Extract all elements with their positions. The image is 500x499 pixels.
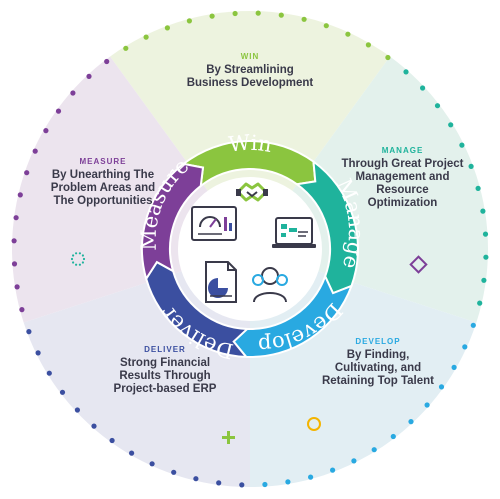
ring-dot <box>480 208 486 214</box>
ring-segment-measure <box>141 162 205 282</box>
ring-dot <box>35 350 41 356</box>
ring-dot <box>171 469 177 475</box>
ring-dot <box>483 254 489 260</box>
ring-dot <box>239 482 245 488</box>
segment-deliver: DELIVER Strong Financial Results Through… <box>100 345 230 396</box>
ring-dot <box>55 108 62 114</box>
ring-dot <box>143 34 149 40</box>
ring-dot <box>17 192 23 198</box>
segment-text-win: By Streamlining Business Development <box>186 64 314 89</box>
ring-dot <box>86 73 92 79</box>
ring-dot <box>285 479 291 485</box>
ring-dot <box>11 261 18 267</box>
ring-dot <box>481 277 487 283</box>
ring-dot <box>477 300 483 306</box>
ring-icon <box>307 417 321 431</box>
ring-dot <box>365 42 371 48</box>
ring-dot <box>470 322 476 328</box>
ring-dot <box>351 458 357 464</box>
ring-dot <box>59 389 66 395</box>
segment-heading-manage: MANAGE <box>381 146 424 155</box>
ring-dot <box>330 467 336 473</box>
segment-measure: MEASURE By Unearthing The Problem Areas … <box>43 157 163 208</box>
segment-text-develop: By Finding, Cultivating, and Retaining T… <box>321 349 434 387</box>
ring-dot <box>19 307 25 313</box>
ring-dot <box>232 10 238 17</box>
ring-dot <box>11 238 17 244</box>
segment-heading-develop: DEVELOP <box>355 337 401 346</box>
ring-dot <box>129 450 135 456</box>
ring-dot <box>46 370 52 376</box>
segment-heading-measure: MEASURE <box>79 157 127 166</box>
segment-text-measure: By Unearthing The Problem Areas and The … <box>50 169 156 207</box>
segment-manage: MANAGE Through Great Project Management … <box>340 146 465 210</box>
ring-dot <box>408 419 414 425</box>
ring-dot <box>24 170 30 176</box>
ring-dot <box>74 407 80 413</box>
project-board-icon <box>272 217 316 248</box>
diamond-icon <box>409 255 428 274</box>
dashboard-icon <box>191 206 237 241</box>
ring-dot <box>209 13 215 19</box>
dotted-circle-icon <box>70 252 86 266</box>
ring-dot <box>262 481 268 488</box>
ring-dot <box>451 364 457 370</box>
segment-win: WIN By Streamlining Business Development <box>185 52 315 90</box>
ring-dot <box>308 474 314 480</box>
ring-dot <box>462 344 468 350</box>
ring-dot <box>323 23 329 29</box>
ring-dot <box>43 128 49 134</box>
ring-dot <box>448 122 454 128</box>
ring-dot <box>345 31 351 37</box>
ring-dot <box>424 402 430 408</box>
ring-dot <box>109 437 115 444</box>
ring-dot <box>14 284 20 290</box>
outer-dotted-ring <box>11 10 489 488</box>
team-icon <box>252 267 288 303</box>
ring-dot <box>70 90 76 96</box>
segment-develop: DEVELOP By Finding, Cultivating, and Ret… <box>318 337 438 388</box>
ring-dot <box>420 85 426 91</box>
ring-dot <box>371 447 377 453</box>
segment-heading-deliver: DELIVER <box>144 345 186 354</box>
ring-dot <box>26 329 32 335</box>
ring-dot <box>301 16 307 22</box>
report-document-icon <box>205 261 237 303</box>
sector-win <box>110 10 390 249</box>
ring-dot <box>32 148 38 154</box>
ring-dot <box>91 423 97 429</box>
segment-text-deliver: Strong Financial Results Through Project… <box>113 357 217 395</box>
segment-text-manage: Through Great Project Management and Res… <box>341 158 464 209</box>
ring-dot <box>164 25 170 31</box>
ring-dot <box>278 12 284 18</box>
segment-heading-win: WIN <box>240 52 260 61</box>
ring-dot <box>468 163 474 169</box>
ring-dot <box>438 384 445 390</box>
ring-dot <box>403 69 409 75</box>
ring-dot <box>482 231 489 237</box>
ring-dot <box>459 142 465 148</box>
ring-dot <box>216 480 222 486</box>
ring-dot <box>149 461 155 467</box>
ring-dot <box>123 45 129 51</box>
ring-dot <box>104 58 110 65</box>
ring-dot <box>475 185 481 191</box>
ring-dot <box>385 54 391 61</box>
cycle-ring <box>141 140 359 359</box>
plus-icon <box>222 431 235 444</box>
ring-dot <box>390 433 396 440</box>
ring-dot <box>434 103 441 109</box>
handshake-icon <box>236 182 268 202</box>
ring-dot <box>186 18 192 24</box>
ring-dot <box>193 476 199 482</box>
ring-dot <box>13 215 19 221</box>
ring-dot <box>255 10 261 16</box>
